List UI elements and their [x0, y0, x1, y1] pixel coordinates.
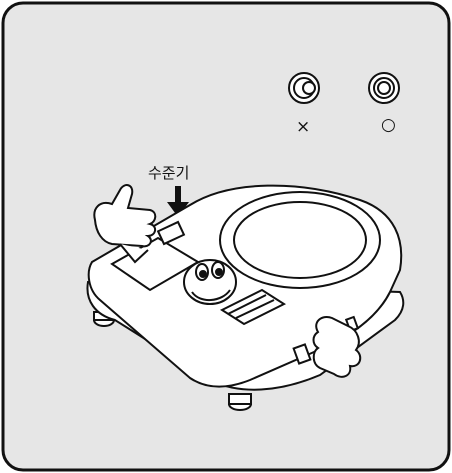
good-level-mark: ○	[381, 115, 396, 135]
bubble-centered-icon	[369, 73, 399, 103]
bubble-off-center-icon	[289, 73, 319, 103]
level-indicator-label: 수준기	[148, 162, 189, 183]
bad-level-mark: ×	[296, 117, 310, 137]
